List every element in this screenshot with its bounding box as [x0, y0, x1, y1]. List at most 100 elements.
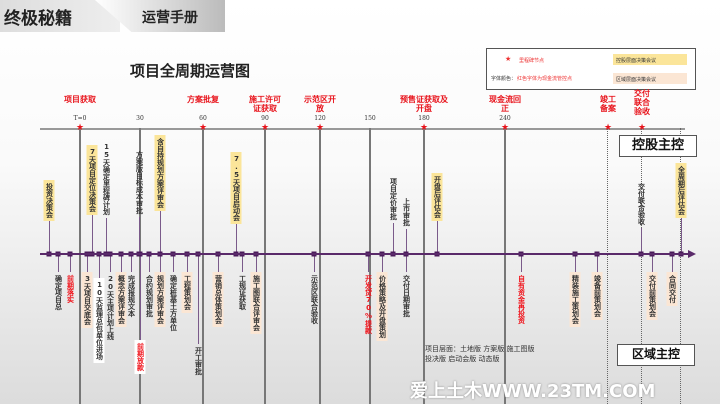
lower-event: 竣备前策划会: [591, 272, 603, 320]
dotted-vline: [680, 128, 681, 404]
milestone-vline: [319, 128, 321, 404]
stem: [681, 218, 682, 254]
lower-event: 20天主项计划上线: [106, 275, 115, 340]
stem: [393, 223, 394, 254]
stem: [160, 254, 161, 272]
stem: [314, 254, 315, 272]
stem: [187, 254, 188, 272]
stem: [131, 254, 132, 272]
stem: [256, 254, 257, 272]
legend-milestone: 里程碑节点: [519, 58, 545, 64]
star-icon: ★: [75, 123, 85, 133]
stem: [160, 211, 161, 254]
stem: [92, 215, 93, 254]
stem: [139, 217, 140, 254]
lower-event: 精装施工策划会: [569, 272, 581, 327]
upper-event: 投资决策会: [43, 180, 55, 221]
milestone-vline: [202, 128, 204, 404]
upper-event: 交付联合验收: [637, 183, 646, 225]
stem: [121, 254, 122, 272]
stem: [140, 254, 141, 340]
bottom-line-1: 项目层面：土地版 方案版 施工图版: [425, 345, 535, 353]
tick-label: 240: [499, 115, 511, 122]
milestone-label: 示范区开放: [304, 95, 336, 113]
upper-event: 全周期后评估会: [675, 163, 687, 218]
stem: [406, 229, 407, 254]
milestone-label: 交付联合验收: [634, 89, 650, 116]
tick-label: 120: [314, 115, 326, 122]
upper-event: 方案版目标成本审批: [135, 151, 144, 214]
star-icon: ★: [505, 55, 512, 63]
star-icon: ★: [419, 123, 429, 133]
lower-event: 自有资金再投资: [517, 275, 526, 324]
stem: [58, 254, 59, 272]
star-icon: ★: [260, 123, 270, 133]
legend-holding: 控股层面决策会议: [613, 54, 687, 65]
lower-event: 完成报规文本: [127, 275, 136, 317]
lower-event: 价格策略及开盘策划: [376, 272, 388, 341]
page-title: 项目全周期运营图: [130, 62, 251, 80]
tick-vline: [369, 128, 371, 404]
milestone-label: 方案批复: [187, 95, 219, 104]
timeline-axis: [40, 253, 690, 255]
stem: [149, 254, 150, 272]
legend-regional: 区域层面决策会议: [613, 73, 687, 84]
lower-event: 交付前策划会: [646, 272, 658, 320]
holding-control-box: 控股主控: [619, 135, 697, 157]
star-icon: ★: [500, 123, 510, 133]
lower-event: 施工图联合评审会: [250, 272, 262, 334]
stem: [368, 254, 369, 272]
upper-event: 7.5天项目启动会: [230, 152, 242, 224]
legend-font-label: 字体颜色：: [491, 76, 517, 82]
lower-event: 合同交付: [666, 272, 678, 306]
lower-event: 工规证获取: [238, 275, 247, 310]
stem: [49, 221, 50, 254]
upper-event: 开盘后评估会: [431, 173, 443, 221]
stem: [198, 254, 199, 344]
lower-event: 确定项目总: [54, 275, 63, 310]
lower-event: 开工审批: [194, 347, 203, 375]
header-section-label: 终极秘籍: [0, 0, 120, 32]
upper-event: 上市审批: [402, 198, 411, 226]
arrow-right-icon: [688, 250, 696, 258]
stem: [521, 254, 522, 272]
star-icon: ★: [637, 123, 647, 133]
milestone-vline: [79, 128, 81, 404]
milestone-vline: [641, 128, 642, 404]
tick-label: T=0: [73, 115, 87, 122]
lower-event: 交付日期审批: [402, 275, 411, 317]
stem: [173, 254, 174, 272]
bottom-line-2: 投决版 启动会版 动态版: [425, 355, 500, 363]
milestone-label: 竣工备案: [600, 95, 616, 113]
upper-event: 含自持规划方案评审会: [154, 135, 166, 211]
tick-label: 180: [418, 115, 430, 122]
lower-event: 概念方案评审会: [115, 272, 127, 327]
milestone-label: 项目获取: [64, 95, 96, 104]
lower-event: 前期放款: [134, 340, 146, 374]
stem: [406, 254, 407, 272]
stem: [597, 254, 598, 272]
tick-label: 90: [261, 115, 269, 122]
milestone-line: [40, 128, 325, 130]
milestone-label: 现金流回正: [489, 95, 521, 113]
stem: [70, 254, 71, 272]
stem: [672, 254, 673, 272]
bottom-notes: 项目层面：土地版 方案版 施工图版 投决版 启动会版 动态版: [425, 344, 534, 364]
star-icon: ★: [603, 123, 613, 133]
star-icon: ★: [198, 123, 208, 133]
stem: [99, 254, 100, 278]
lower-event: 10天监理总包单位进场: [93, 278, 105, 363]
lower-event: 营销总体策划会: [212, 272, 224, 327]
stem: [218, 254, 219, 272]
stem: [652, 254, 653, 272]
stem: [110, 254, 111, 272]
tick-label: 60: [199, 115, 207, 122]
lower-event: 3天项目交底会: [81, 272, 93, 328]
upper-event: 项目定价审批: [389, 178, 398, 220]
lower-event: 合约规划审批: [145, 275, 154, 317]
milestone-label: 施工许可证获取: [249, 95, 281, 113]
stem: [382, 254, 383, 272]
stem: [87, 254, 88, 272]
milestone-vline: [423, 128, 425, 404]
tick-label: 150: [364, 115, 376, 122]
